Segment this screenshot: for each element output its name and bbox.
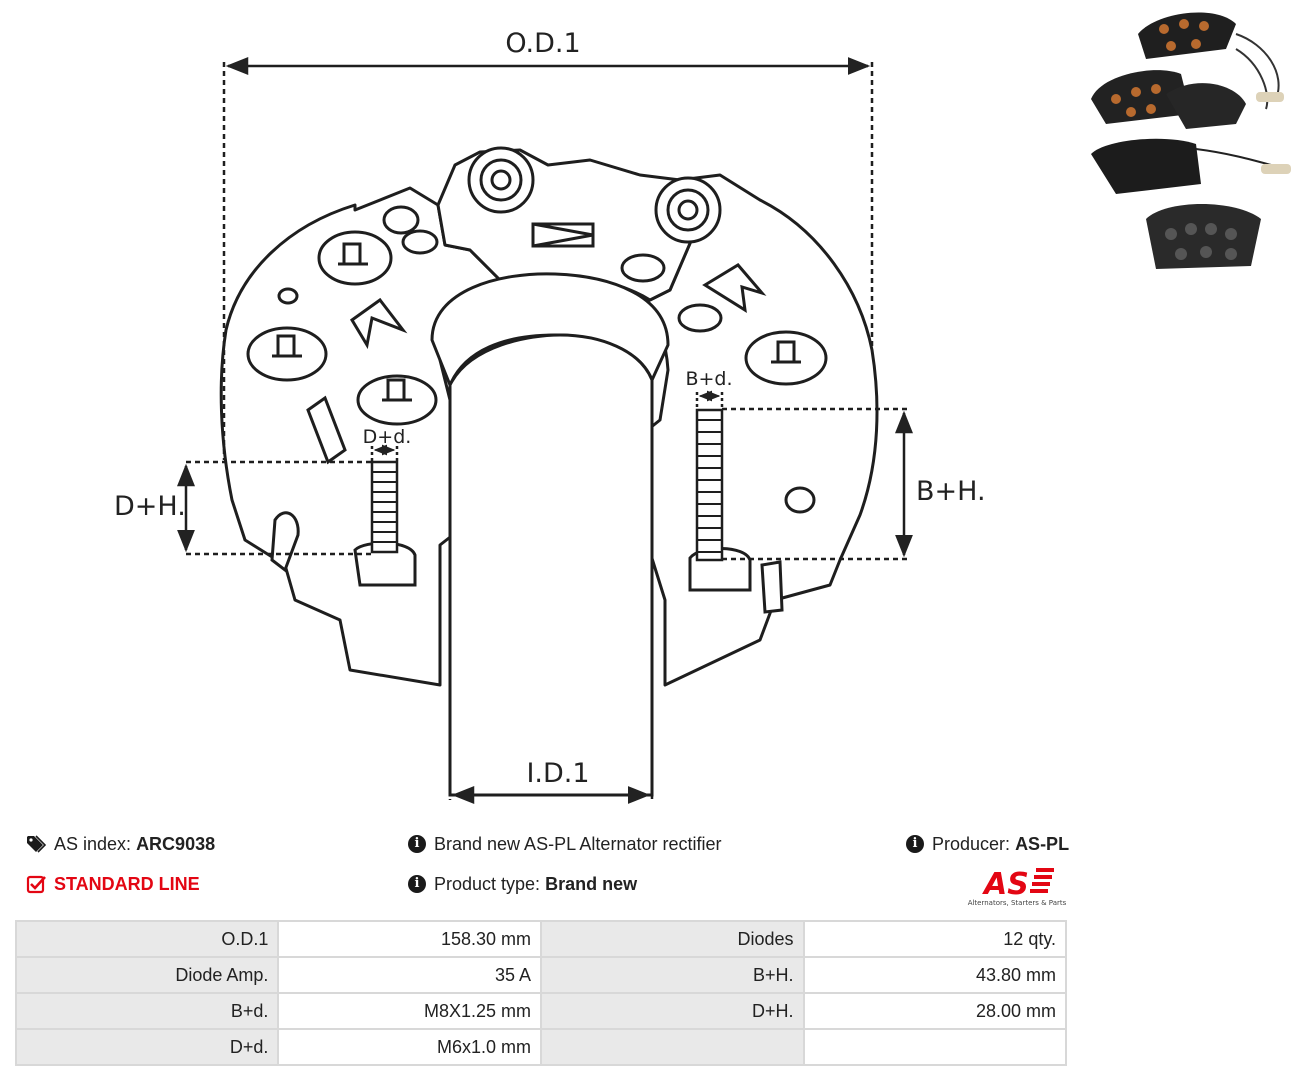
spec-value: 158.30 mm <box>277 920 543 958</box>
spec-label: Diodes <box>540 920 805 958</box>
table-row: B+d. M8X1.25 mm D+H. 28.00 mm <box>14 992 1068 1030</box>
id-dimension-label: I.D.1 <box>526 758 589 789</box>
producer-value: AS-PL <box>1015 834 1070 854</box>
product-line-label: STANDARD LINE <box>54 874 200 894</box>
spec-value <box>802 1028 1068 1066</box>
spec-label <box>540 1028 805 1066</box>
product-line-row: STANDARD LINE <box>26 873 200 895</box>
svg-text:AS: AS <box>982 867 1029 902</box>
product-photo <box>1091 12 1291 269</box>
as-index-value: ARC9038 <box>136 834 216 854</box>
spec-value: M6x1.0 mm <box>277 1028 543 1066</box>
spec-value: 35 A <box>277 956 543 994</box>
bh-dimension-label: B+H. <box>916 476 986 507</box>
description-row: i Brand new AS-PL Alternator rectifier <box>408 833 721 855</box>
producer-row: i Producer: AS-PL <box>906 833 1069 855</box>
specifications-table: O.D.1 158.30 mm Diodes 12 qty. Diode Amp… <box>14 920 1068 1066</box>
rectifier-center-neck <box>430 272 670 387</box>
product-type-label: Product type: <box>434 874 541 894</box>
info-circle-icon: i <box>408 835 426 853</box>
spec-label: B+H. <box>540 956 805 994</box>
spec-label: D+d. <box>14 1028 280 1066</box>
as-index-row: AS index: ARC9038 <box>26 833 215 855</box>
producer-label: Producer: <box>932 834 1011 854</box>
tags-icon <box>27 835 46 853</box>
rectifier-technical-drawing: O.D.1 I.D.1 B+H. D+H. B+d. D+d. <box>114 28 986 804</box>
description-text: Brand new AS-PL Alternator rectifier <box>434 834 722 854</box>
product-type-value: Brand new <box>545 874 638 894</box>
spec-label: B+d. <box>14 992 280 1030</box>
spec-label: Diode Amp. <box>14 956 280 994</box>
table-row: D+d. M6x1.0 mm <box>14 1028 1068 1066</box>
product-type-row: i Product type: Brand new <box>408 873 637 895</box>
as-pl-logo: AS Alternators, Starters & Parts <box>968 867 1067 907</box>
info-circle-icon: i <box>408 875 426 893</box>
spec-label: O.D.1 <box>14 920 280 958</box>
svg-text:Alternators, Starters & Parts: Alternators, Starters & Parts <box>968 899 1067 907</box>
spec-value: M8X1.25 mm <box>277 992 543 1030</box>
as-index-label: AS index: <box>54 834 132 854</box>
spec-value: 28.00 mm <box>802 992 1068 1030</box>
table-row: O.D.1 158.30 mm Diodes 12 qty. <box>14 920 1068 958</box>
spec-value: 43.80 mm <box>802 956 1068 994</box>
od-dimension-label: O.D.1 <box>505 28 580 59</box>
info-circle-icon: i <box>906 835 924 853</box>
dh-dimension-label: D+H. <box>114 491 186 522</box>
rectifier-center-opening <box>448 333 654 797</box>
dd-dimension-label: D+d. <box>363 426 412 448</box>
spec-value: 12 qty. <box>802 920 1068 958</box>
bd-dimension-label: B+d. <box>685 368 732 390</box>
spec-label: D+H. <box>540 992 805 1030</box>
check-square-icon <box>26 875 46 894</box>
table-row: Diode Amp. 35 A B+H. 43.80 mm <box>14 956 1068 994</box>
